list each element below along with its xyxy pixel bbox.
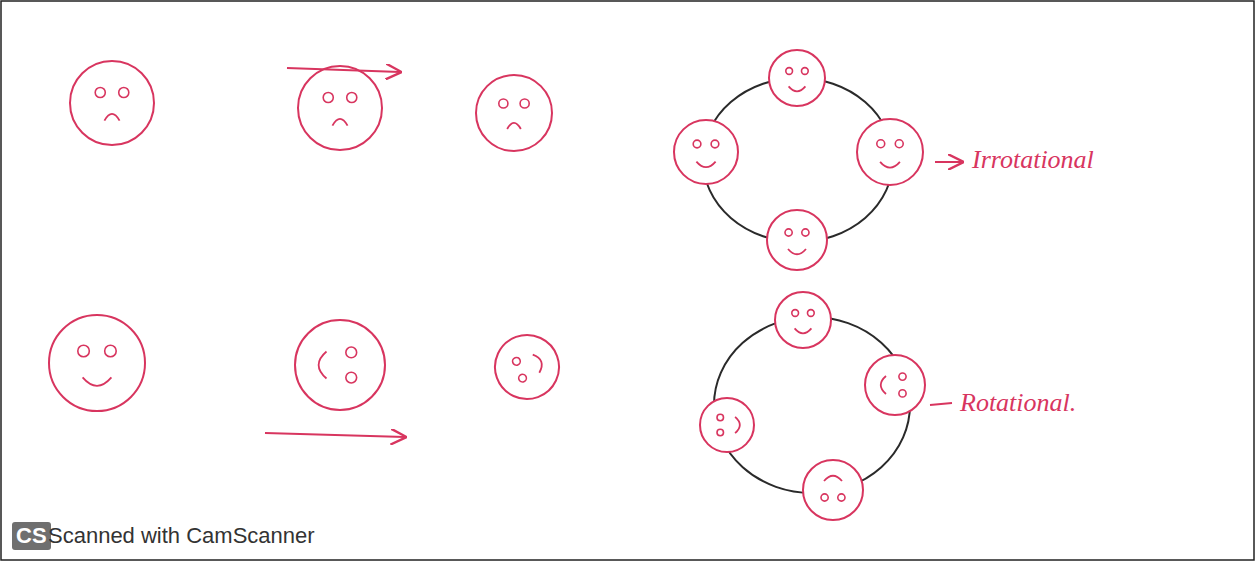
flow-type-label: Rotational. <box>960 388 1076 418</box>
motion-arrow <box>935 161 962 163</box>
smiley-face <box>767 210 827 270</box>
smiley-face <box>775 292 831 348</box>
flow-type-label: Irrotational <box>972 145 1094 175</box>
motion-arrow <box>287 68 400 72</box>
smiley-face <box>803 460 863 520</box>
smiley-face <box>49 315 145 411</box>
motion-arrow <box>265 433 405 437</box>
smiley-face <box>70 61 154 145</box>
smiley-face <box>865 355 925 415</box>
smiley-face <box>857 119 923 185</box>
smiley-face <box>674 120 738 184</box>
smiley-face <box>769 50 825 106</box>
smiley-face <box>298 66 382 150</box>
dash-mark <box>930 403 952 405</box>
smiley-face <box>295 320 385 410</box>
smiley-face <box>700 398 754 452</box>
smiley-face <box>486 326 568 408</box>
smiley-face <box>476 75 552 151</box>
watermark-logo: CS <box>12 522 51 550</box>
watermark: Scanned with CamScanner <box>48 523 315 549</box>
